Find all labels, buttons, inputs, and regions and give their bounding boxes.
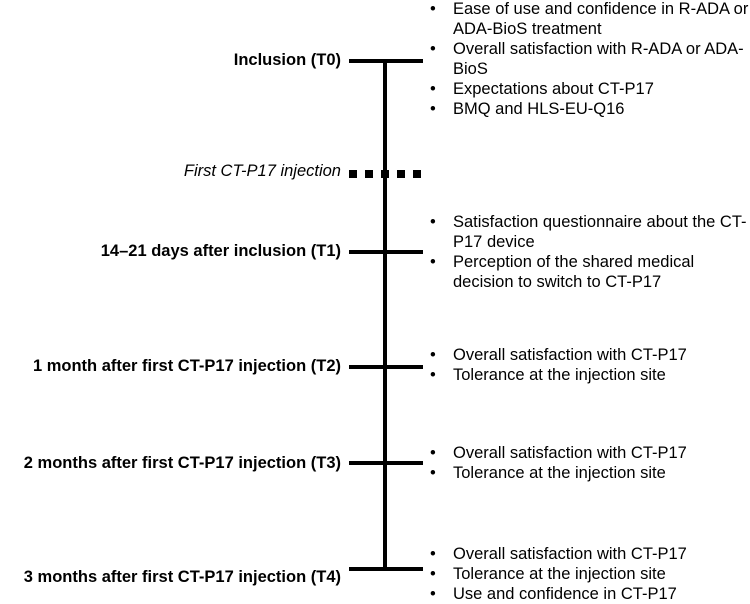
measures-list-t0: Ease of use and confidence in R-ADA or A… — [430, 0, 750, 119]
list-item: Overall satisfaction with CT-P17 — [430, 345, 750, 365]
list-item: Perception of the shared medical decisio… — [430, 252, 750, 292]
list-item: BMQ and HLS-EU-Q16 — [430, 99, 750, 119]
list-item: Tolerance at the injection site — [430, 463, 750, 483]
timepoint-label-t4: 3 months after first CT-P17 injection (T… — [23, 568, 341, 586]
tick-t0 — [349, 59, 423, 63]
list-item: Satisfaction questionnaire about the CT-… — [430, 212, 750, 252]
tick-t3 — [349, 461, 423, 465]
list-item: Overall satisfaction with R-ADA or ADA-B… — [430, 39, 750, 79]
measures-list-t2: Overall satisfaction with CT-P17 Toleran… — [430, 345, 750, 385]
timepoint-label-t0: Inclusion (T0) — [233, 51, 341, 69]
timepoint-label-t1: 14–21 days after inclusion (T1) — [100, 242, 341, 260]
timepoint-label-t3: 2 months after first CT-P17 injection (T… — [23, 454, 341, 472]
list-item: Tolerance at the injection site — [430, 365, 750, 385]
list-item: Tolerance at the injection site — [430, 564, 750, 584]
measures-list-t3: Overall satisfaction with CT-P17 Toleran… — [430, 443, 750, 483]
measures-list-t1: Satisfaction questionnaire about the CT-… — [430, 212, 750, 292]
list-item: Ease of use and confidence in R-ADA or A… — [430, 0, 750, 39]
injection-marker — [349, 170, 423, 178]
tick-t1 — [349, 250, 423, 254]
list-item: Overall satisfaction with CT-P17 — [430, 443, 750, 463]
list-item: Use and confidence in CT-P17 — [430, 584, 750, 604]
list-item: Expectations about CT-P17 — [430, 79, 750, 99]
timeline-axis — [383, 59, 387, 570]
timepoint-label-t2: 1 month after first CT-P17 injection (T2… — [32, 357, 341, 375]
tick-t2 — [349, 365, 423, 369]
list-item: Overall satisfaction with CT-P17 — [430, 544, 750, 564]
measures-list-t4: Overall satisfaction with CT-P17 Toleran… — [430, 544, 750, 604]
injection-label: First CT-P17 injection — [183, 162, 341, 180]
tick-t4 — [349, 567, 423, 571]
